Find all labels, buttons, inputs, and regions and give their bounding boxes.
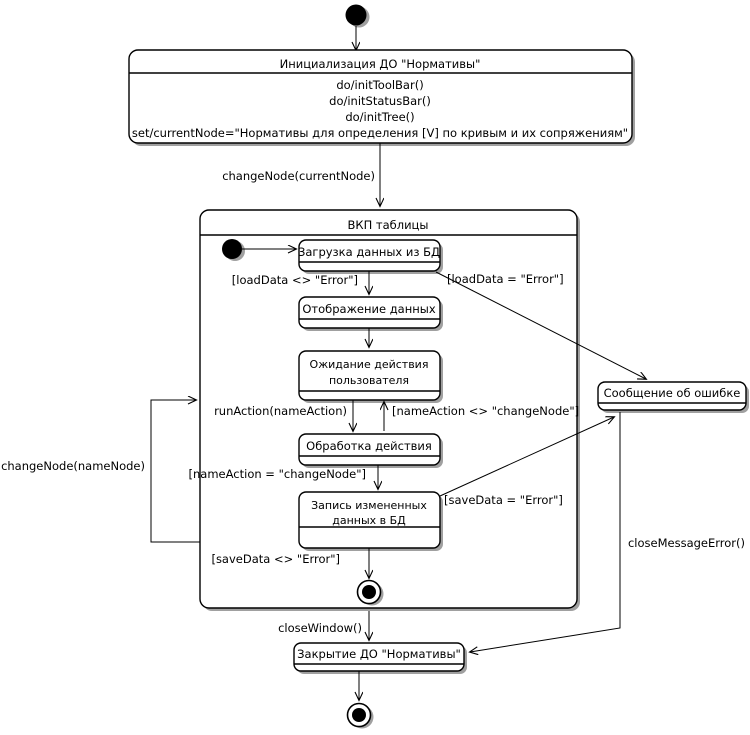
composite-state-vkp xyxy=(199,209,580,611)
substate-wait-label-line2: пользователя xyxy=(329,374,409,387)
edge-load-to-error xyxy=(435,271,646,379)
state-close xyxy=(293,642,467,674)
edge-save-to-error xyxy=(439,417,614,497)
label-run-action: runAction(nameAction) xyxy=(214,404,347,418)
substate-save-label-line2: данных в БД xyxy=(332,514,406,527)
state-initialization-title: Инициализация ДО "Нормативы" xyxy=(280,57,481,71)
composite-state-title: ВКП таблицы xyxy=(348,218,429,232)
state-error-message xyxy=(597,381,749,413)
final-state-inner xyxy=(356,579,384,606)
init-action-0: do/initToolBar() xyxy=(336,78,423,92)
init-action-2: do/initTree() xyxy=(345,110,414,124)
initial-state xyxy=(345,4,370,28)
substate-load xyxy=(298,239,443,274)
state-close-label: Закрытие ДО "Нормативы" xyxy=(297,647,461,661)
substate-load-label: Загрузка данных из БД xyxy=(298,245,440,259)
label-change-node-current: changeNode(currentNode) xyxy=(222,169,375,183)
label-name-action-eq: [nameAction = "changeNode"] xyxy=(189,467,366,481)
substate-wait xyxy=(298,350,443,403)
label-close-window: closeWindow() xyxy=(278,621,362,635)
label-load-data-ok: [loadData <> "Error"] xyxy=(232,273,358,287)
final-state xyxy=(346,702,374,729)
initial-state-inner xyxy=(222,239,245,261)
substate-process-label: Обработка действия xyxy=(306,439,432,453)
init-action-3: set/currentNode="Нормативы для определен… xyxy=(132,126,628,140)
substate-wait-label-line1: Ожидание действия xyxy=(310,358,429,371)
substate-save xyxy=(298,491,443,551)
label-save-data-error: [saveData = "Error"] xyxy=(444,493,563,507)
state-error-message-label: Сообщение об ошибке xyxy=(604,386,741,400)
edge-change-node-loop xyxy=(150,400,200,543)
label-close-message-error: closeMessageError() xyxy=(628,536,745,550)
label-save-data-ok: [saveData <> "Error"] xyxy=(211,552,340,566)
edge-error-to-close xyxy=(470,412,621,652)
label-name-action-ne: [nameAction <> "changeNode"] xyxy=(392,404,579,418)
label-change-node-name: changeNode(nameNode) xyxy=(1,459,145,473)
substate-process xyxy=(298,433,443,468)
state-initialization xyxy=(128,49,635,146)
substate-save-label-line1: Запись измененных xyxy=(311,499,427,512)
label-load-data-error: [loadData = "Error"] xyxy=(447,272,564,286)
substate-display-label: Отображение данных xyxy=(302,302,436,316)
init-action-1: do/initStatusBar() xyxy=(329,94,431,108)
